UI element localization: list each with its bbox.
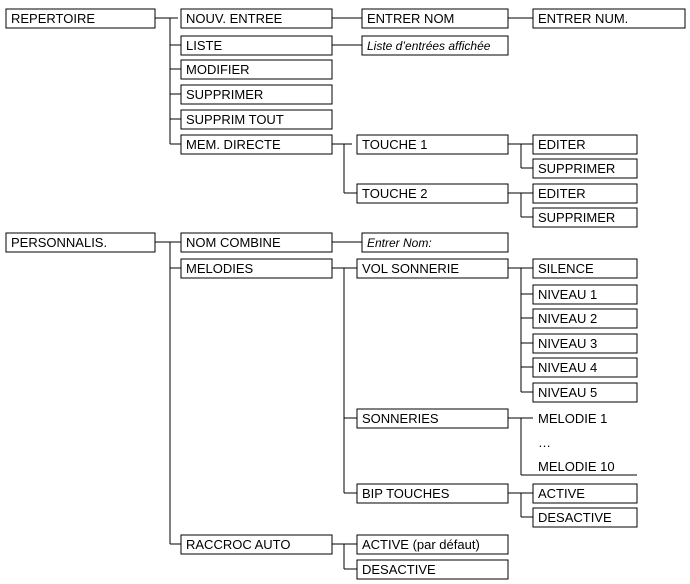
node-touche-1: TOUCHE 1 [356, 134, 509, 155]
svg-text:…: … [538, 435, 551, 450]
node-melodie-10: MELODIE 10 [521, 459, 637, 476]
svg-text:DESACTIVE: DESACTIVE [362, 562, 436, 577]
svg-text:Liste d’entrées affichée: Liste d’entrées affichée [367, 39, 491, 53]
svg-text:SUPPRIMER: SUPPRIMER [538, 210, 615, 225]
svg-text:ACTIVE: ACTIVE [538, 486, 585, 501]
svg-text:SONNERIES: SONNERIES [362, 411, 439, 426]
node-melodie-1: MELODIE 1 [538, 411, 607, 426]
node-touche2-editer: EDITER [532, 183, 638, 204]
svg-text:VOL SONNERIE: VOL SONNERIE [362, 261, 459, 276]
svg-text:LISTE: LISTE [186, 38, 222, 53]
svg-text:REPERTOIRE: REPERTOIRE [11, 11, 95, 26]
note-entrer-nom: Entrer Nom: [361, 232, 509, 253]
note-liste-affichee: Liste d’entrées affichée [361, 35, 509, 56]
node-sonneries: SONNERIES [356, 408, 509, 429]
node-nouv-entree: NOUV. ENTREE [180, 8, 333, 29]
node-melodies: MELODIES [180, 258, 333, 279]
node-repertoire: REPERTOIRE [5, 8, 156, 29]
node-vol-sonnerie: VOL SONNERIE [356, 258, 509, 279]
svg-text:TOUCHE 2: TOUCHE 2 [362, 186, 428, 201]
node-touche1-editer: EDITER [532, 134, 638, 155]
svg-text:MODIFIER: MODIFIER [186, 62, 250, 77]
node-touche2-supprimer: SUPPRIMER [532, 207, 638, 228]
svg-text:SUPPRIMER: SUPPRIMER [186, 87, 263, 102]
svg-text:SILENCE: SILENCE [538, 261, 594, 276]
node-ellipsis: … [538, 435, 551, 450]
svg-text:NOM COMBINE: NOM COMBINE [186, 235, 281, 250]
node-niveau-5: NIVEAU 5 [532, 382, 638, 403]
node-raccroc-auto: RACCROC AUTO [180, 534, 333, 555]
svg-text:NOUV. ENTREE: NOUV. ENTREE [186, 11, 283, 26]
svg-text:PERSONNALIS.: PERSONNALIS. [11, 235, 107, 250]
node-mem-directe: MEM. DIRECTE [180, 134, 333, 155]
svg-text:NIVEAU 1: NIVEAU 1 [538, 287, 597, 302]
node-bip-touches: BIP TOUCHES [356, 483, 509, 504]
node-bip-active: ACTIVE [532, 483, 638, 504]
svg-text:SUPPRIMER: SUPPRIMER [538, 161, 615, 176]
svg-text:MELODIES: MELODIES [186, 261, 254, 276]
node-supprimer: SUPPRIMER [180, 84, 333, 105]
node-touche1-supprimer: SUPPRIMER [532, 158, 638, 179]
svg-text:EDITER: EDITER [538, 186, 586, 201]
svg-text:Entrer Nom:: Entrer Nom: [367, 236, 432, 250]
svg-text:ENTRER NOM: ENTRER NOM [367, 11, 454, 26]
svg-text:ACTIVE (par défaut): ACTIVE (par défaut) [362, 537, 480, 552]
svg-text:ENTRER NUM.: ENTRER NUM. [538, 11, 628, 26]
node-entrer-nom: ENTRER NOM [361, 8, 509, 29]
node-nom-combine: NOM COMBINE [180, 232, 333, 253]
svg-text:DESACTIVE: DESACTIVE [538, 510, 612, 525]
node-modifier: MODIFIER [180, 59, 333, 80]
node-personnalis: PERSONNALIS. [5, 232, 156, 253]
node-raccroc-active: ACTIVE (par défaut) [356, 534, 509, 555]
node-niveau-4: NIVEAU 4 [532, 357, 638, 378]
node-liste: LISTE [180, 35, 333, 56]
svg-text:MEM. DIRECTE: MEM. DIRECTE [186, 137, 281, 152]
node-supprim-tout: SUPPRIM TOUT [180, 109, 333, 130]
node-niveau-2: NIVEAU 2 [532, 308, 638, 329]
node-entrer-num: ENTRER NUM. [532, 8, 686, 29]
node-bip-desactive: DESACTIVE [532, 507, 638, 528]
svg-text:TOUCHE 1: TOUCHE 1 [362, 137, 428, 152]
svg-text:RACCROC AUTO: RACCROC AUTO [186, 537, 291, 552]
svg-text:MELODIE 10: MELODIE 10 [538, 459, 615, 474]
node-niveau-1: NIVEAU 1 [532, 284, 638, 305]
node-silence: SILENCE [532, 258, 638, 279]
svg-text:EDITER: EDITER [538, 137, 586, 152]
svg-text:NIVEAU 2: NIVEAU 2 [538, 311, 597, 326]
svg-text:NIVEAU 5: NIVEAU 5 [538, 385, 597, 400]
svg-text:NIVEAU 4: NIVEAU 4 [538, 360, 597, 375]
svg-text:MELODIE 1: MELODIE 1 [538, 411, 607, 426]
node-raccroc-desactive: DESACTIVE [356, 559, 509, 580]
node-niveau-3: NIVEAU 3 [532, 333, 638, 354]
svg-text:NIVEAU 3: NIVEAU 3 [538, 336, 597, 351]
svg-text:SUPPRIM TOUT: SUPPRIM TOUT [186, 112, 284, 127]
svg-text:BIP TOUCHES: BIP TOUCHES [362, 486, 450, 501]
node-touche-2: TOUCHE 2 [356, 183, 509, 204]
